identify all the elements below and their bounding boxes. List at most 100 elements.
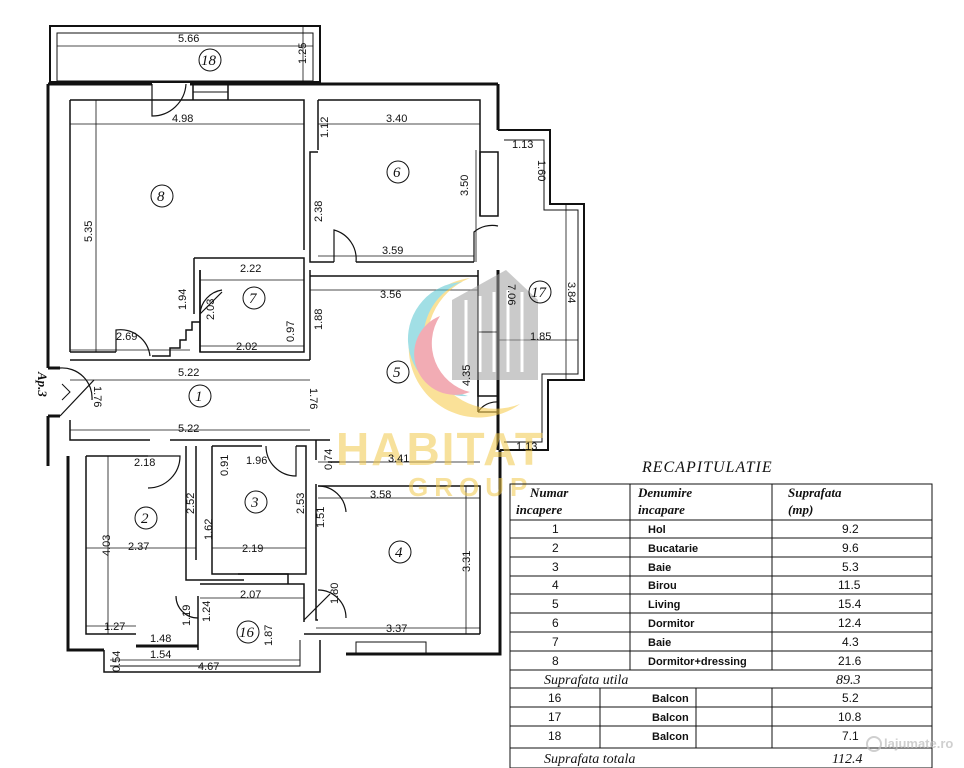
room-numbers: 18 8 6 7 5 17 1 2 3 4 16: [141, 53, 548, 641]
dim-label: 1.80: [329, 583, 341, 604]
dim-label: 3.37: [386, 623, 407, 635]
dim-label: 1.48: [150, 633, 171, 645]
total-label: Suprafata totala: [544, 752, 635, 767]
dim-label: 1.54: [150, 649, 171, 661]
source-logo: lajumate.ro: [866, 736, 953, 752]
doors: [59, 83, 499, 621]
row-num: 1: [552, 522, 559, 536]
recap-table: RECAPITULATIE Numar incapere Denumire in…: [509, 459, 933, 768]
dimension-lines: [57, 26, 578, 661]
dim-label: 2.38: [313, 201, 325, 222]
subtotal-value: 89.3: [836, 673, 861, 688]
dim-label: 5.35: [83, 221, 95, 242]
row-area: 5.2: [842, 691, 859, 705]
room-number-7: 7: [249, 291, 258, 307]
dim-label: 1.85: [530, 331, 551, 343]
header-incapare: incapare: [638, 502, 685, 517]
dim-label: 3.84: [565, 282, 577, 303]
dim-label: 3.56: [380, 289, 401, 301]
row-name: Dormitor: [648, 618, 695, 630]
dim-label: 1.87: [263, 625, 275, 646]
row-area: 9.2: [842, 522, 859, 536]
watermark-group: GROUP: [408, 472, 533, 502]
dim-label: 3.59: [382, 245, 403, 257]
row-area: 21.6: [838, 654, 862, 668]
row-num: 5: [552, 597, 559, 611]
dim-label: 0.54: [111, 651, 123, 672]
row-num: 2: [552, 541, 559, 555]
row-area: 15.4: [838, 597, 862, 611]
dim-label: 5.22: [178, 423, 199, 435]
recap-title: RECAPITULATIE: [641, 459, 773, 476]
dim-label: 1.62: [203, 519, 215, 540]
header-suprafata: Suprafata: [788, 485, 842, 500]
row-num: 4: [552, 578, 559, 592]
row-num: 18: [548, 729, 562, 743]
room-number-18: 18: [201, 53, 217, 69]
dim-label: 5.66: [178, 33, 199, 45]
dim-label: 3.31: [461, 551, 473, 572]
dim-label: 2.22: [240, 263, 261, 275]
dim-label: 5.22: [178, 367, 199, 379]
row-area: 11.5: [838, 578, 861, 592]
source-logo-text: lajumate.ro: [884, 736, 953, 751]
row-name: Living: [648, 599, 680, 611]
row-name: Bucatarie: [648, 543, 698, 555]
row-name: Birou: [648, 580, 677, 592]
logo-circle-icon: [866, 736, 882, 752]
dim-label: 2.52: [185, 493, 197, 514]
dim-label: 7.06: [505, 284, 517, 305]
room-number-2: 2: [141, 511, 149, 527]
header-denumire: Denumire: [637, 485, 692, 500]
dim-label: 1.13: [512, 139, 533, 151]
dim-label: 2.18: [134, 457, 155, 469]
dim-label: 4.35: [461, 365, 473, 386]
dim-label: 4.67: [198, 661, 219, 673]
room-markers: [134, 48, 552, 644]
apartment-label: Ap.3: [35, 371, 50, 397]
dim-label: 4.03: [101, 535, 113, 556]
room-number-1: 1: [195, 389, 203, 405]
dim-label: 4.98: [172, 113, 193, 125]
total-value: 112.4: [832, 752, 862, 767]
dim-label: 2.69: [116, 331, 137, 343]
row-num: 3: [552, 560, 559, 574]
header-mp: (mp): [788, 502, 813, 517]
dim-label: 2.03: [205, 299, 217, 320]
dim-label: 1.24: [201, 601, 213, 622]
row-area: 12.4: [838, 616, 862, 630]
dim-label: 1.25: [297, 43, 309, 64]
dim-label: 1.12: [319, 117, 331, 138]
row-name: Baie: [648, 637, 671, 649]
dim-label: 1.60: [535, 160, 547, 181]
dim-label: 1.76: [307, 388, 319, 409]
room-number-17: 17: [531, 285, 548, 301]
dim-label: 2.37: [128, 541, 149, 553]
row-num: 8: [552, 654, 559, 668]
row-area: 7.1: [842, 729, 859, 743]
row-num: 16: [548, 691, 562, 705]
header-incapere: incapere: [516, 502, 562, 517]
room-number-6: 6: [393, 165, 401, 181]
dim-label: 1.88: [313, 309, 325, 330]
row-area: 5.3: [842, 560, 859, 574]
dimension-labels: 5.66 1.25 4.98 1.12 3.40 1.13 1.60 3.50 …: [83, 33, 577, 673]
header-numar: Numar: [529, 485, 569, 500]
row-name: Balcon: [652, 712, 689, 724]
entrance-arrow-icon: [61, 383, 71, 401]
dim-label: 2.02: [236, 341, 257, 353]
room-number-8: 8: [157, 189, 165, 205]
dim-label: 3.41: [388, 453, 409, 465]
dim-label: 2.19: [242, 543, 263, 555]
dim-label: 3.58: [370, 489, 391, 501]
dim-label: 3.50: [459, 175, 471, 196]
row-num: 7: [552, 635, 559, 649]
watermark-habitat: HABITAT: [336, 423, 545, 475]
row-num: 6: [552, 616, 559, 630]
subtotal-label: Suprafata utila: [544, 673, 628, 688]
row-name: Baie: [648, 562, 671, 574]
dim-label: 1.51: [315, 507, 327, 528]
watermark-logo: HABITAT GROUP: [336, 270, 545, 502]
dim-label: 1.27: [104, 621, 125, 633]
dim-label: 1.96: [246, 455, 267, 467]
